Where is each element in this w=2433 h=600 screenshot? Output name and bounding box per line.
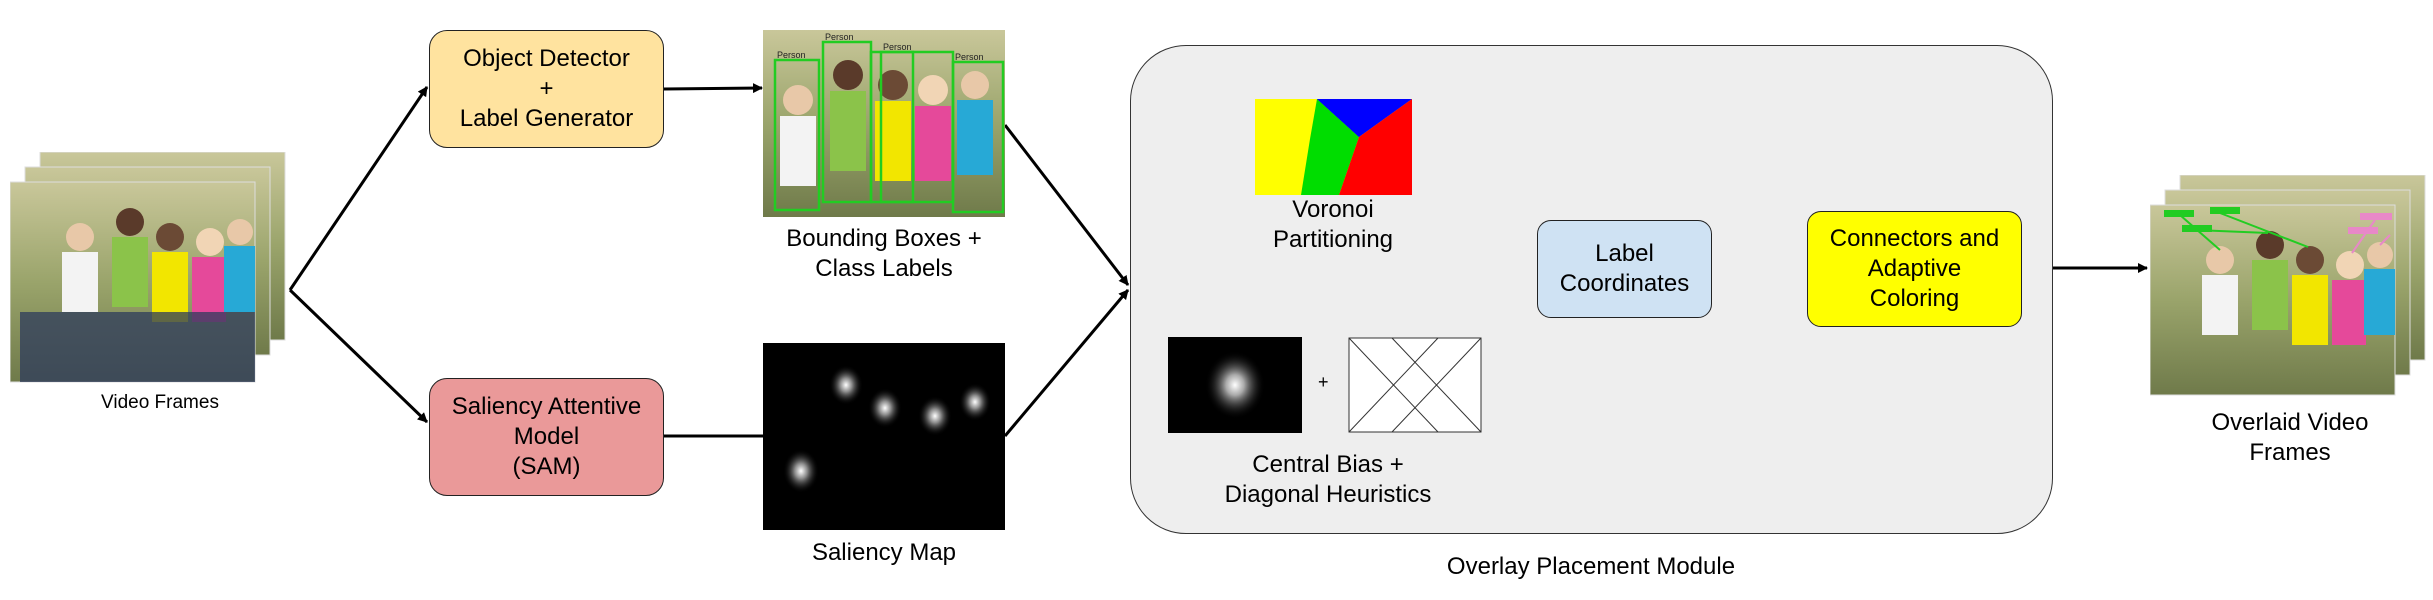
saliency-map-caption: Saliency Map bbox=[811, 539, 957, 566]
bias-caption: Central Bias + Diagonal Heuristics bbox=[1224, 451, 1432, 508]
central-bias-image bbox=[1168, 337, 1302, 433]
voronoi-caption: Voronoi Partitioning bbox=[1272, 196, 1394, 253]
arrow-bbox-to-module bbox=[1003, 124, 1130, 286]
video-frames-stack bbox=[9, 151, 290, 384]
overlaid-frames-caption: Overlaid Video Frames bbox=[2211, 409, 2369, 466]
sam-box: Saliency Attentive Model (SAM) bbox=[429, 378, 664, 496]
bbox-tag-3: Person bbox=[883, 42, 912, 52]
label-coordinates-box: Label Coordinates bbox=[1537, 220, 1712, 318]
bounding-boxes-caption: Bounding Boxes + Class Labels bbox=[786, 225, 982, 282]
video-frames-image bbox=[9, 151, 286, 383]
arrow-saliency-to-module bbox=[1003, 289, 1130, 437]
bounding-boxes-image: Person Person Person Person bbox=[763, 30, 1005, 217]
arrow-to-bbox bbox=[663, 83, 763, 94]
arrow-to-detector bbox=[288, 86, 429, 291]
bbox-tag-1: Person bbox=[777, 50, 806, 60]
module-caption: Overlay Placement Module bbox=[1446, 553, 1736, 580]
arrow-to-sam bbox=[288, 288, 429, 424]
plus-sign: + bbox=[1318, 372, 1329, 392]
diagonal-heuristics-image bbox=[1348, 337, 1482, 433]
saliency-map-image bbox=[763, 343, 1005, 530]
bbox-5 bbox=[951, 60, 1005, 214]
bbox-tag-2: Person bbox=[825, 32, 854, 42]
object-detector-box: Object Detector + Label Generator bbox=[429, 30, 664, 148]
overlaid-frames-stack bbox=[2149, 174, 2428, 397]
voronoi-image bbox=[1255, 99, 1412, 195]
bbox-tag-4: Person bbox=[955, 52, 984, 62]
video-frames-caption: Video Frames bbox=[101, 392, 219, 413]
bbox-1 bbox=[773, 58, 821, 212]
connectors-coloring-box: Connectors and Adaptive Coloring bbox=[1807, 211, 2022, 327]
